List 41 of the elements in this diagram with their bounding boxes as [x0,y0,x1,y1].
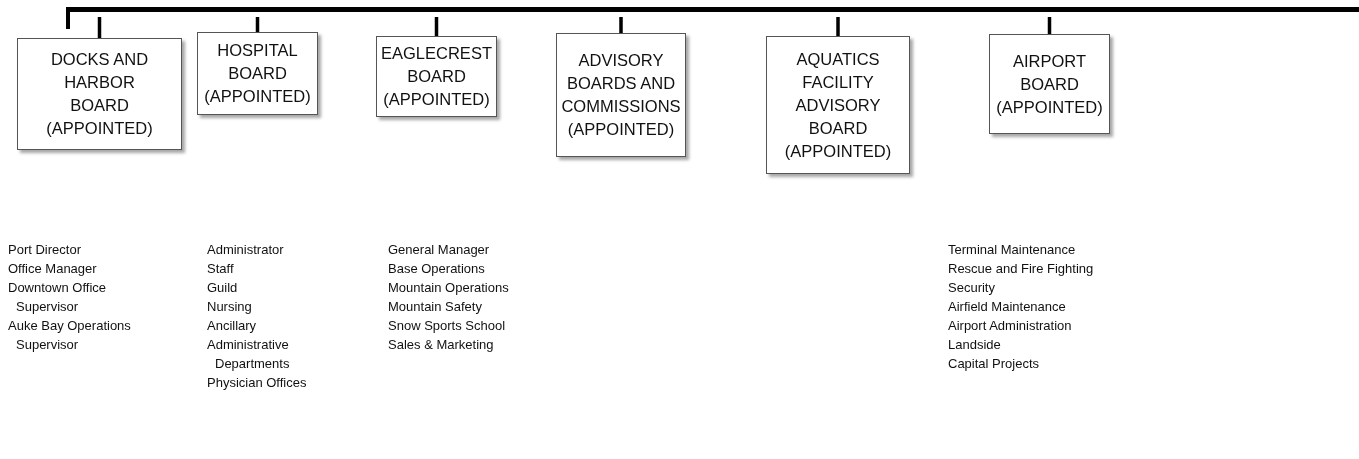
board-name: ADVISORY BOARDS AND COMMISSIONS (APPOINTED) [561,50,681,140]
department-name: Sales & Marketing [388,336,495,354]
department-name: Ancillary [207,317,258,335]
board-name: DOCKS AND HARBOR BOARD (APPOINTED) [45,49,154,139]
department-name: Terminal Maintenance [948,241,1077,259]
department-name: Auke Bay Operations Supervisor [8,317,132,354]
department-name: Snow Sports School [388,317,507,335]
department-name: Mountain Operations [388,279,510,297]
connector-line [836,17,840,36]
department-name: Administrative Departments [207,336,291,373]
board-name: EAGLECREST BOARD (APPOINTED) [381,43,492,110]
board-box [556,33,686,157]
department-name: Administrator [207,241,285,259]
department-name: Physician Offices [207,374,308,392]
department-name: Capital Projects [948,355,1041,373]
connector-bar [66,7,1359,29]
department-name: Landside [948,336,1002,354]
board-name: HOSPITAL BOARD (APPOINTED) [203,40,312,107]
connector-line [619,17,623,33]
board-name: AIRPORT BOARD (APPOINTED) [995,50,1104,118]
department-name: Base Operations [388,260,486,278]
department-name: Airfield Maintenance [948,298,1067,316]
connector-line [434,17,439,36]
department-name: Office Manager [8,260,98,278]
department-name: Security [948,279,996,297]
department-name: Mountain Safety [388,298,483,316]
department-name: Port Director [8,241,82,259]
board-box [17,38,182,150]
department-name: Nursing [207,298,253,316]
department-name: General Manager [388,241,491,259]
department-name: Downtown Office Supervisor [8,279,108,316]
board-name: AQUATICS FACILITY ADVISORY BOARD (APPOINTED) [783,48,893,162]
department-name: Airport Administration [948,317,1073,335]
department-name: Rescue and Fire Fighting [948,260,1095,278]
board-box [376,36,497,117]
connector-line [97,17,102,38]
board-box [766,36,910,174]
department-name: Staff [207,260,235,278]
board-box [989,34,1110,134]
department-name: Guild [207,279,239,297]
board-box [197,32,318,115]
